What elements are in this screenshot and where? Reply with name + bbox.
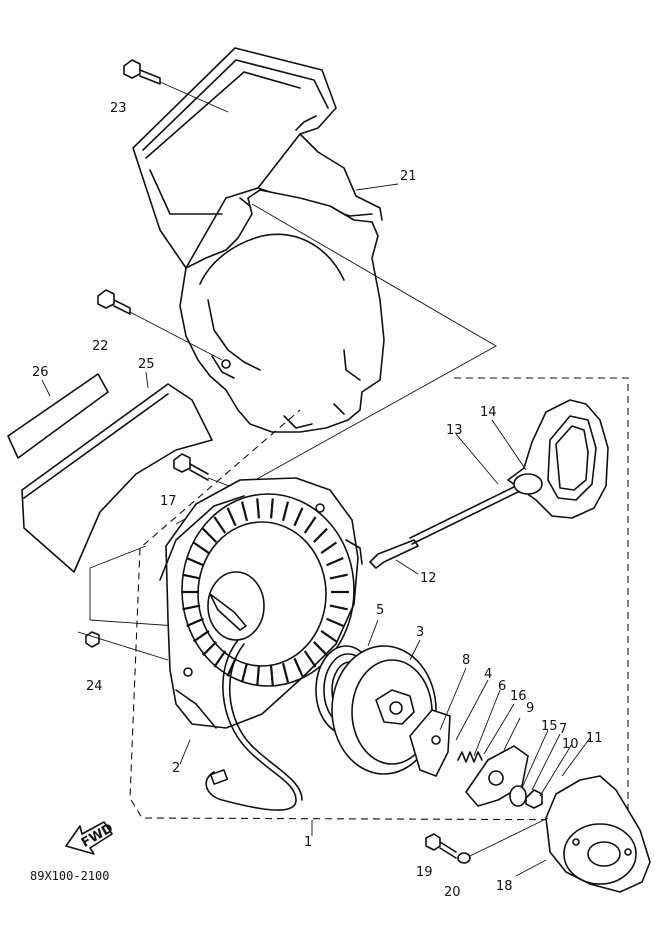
cooling-fin [240, 662, 249, 683]
bolt-part-19 [425, 833, 457, 859]
cooling-fin [281, 501, 290, 522]
callout-4: 4 [484, 667, 492, 682]
callout-6: 6 [498, 679, 506, 694]
cooling-fin [312, 641, 328, 657]
callout-10: 10 [562, 737, 579, 752]
callout-24: 24 [86, 679, 103, 694]
hose [205, 639, 297, 811]
cooling-fin [281, 662, 290, 683]
cooling-fin [303, 650, 317, 668]
nut-part-20 [457, 852, 471, 864]
bolt-part-23 [123, 59, 229, 113]
starter-handle-part-14 [507, 399, 609, 519]
cooling-fin [329, 573, 348, 580]
callout-3: 3 [416, 625, 424, 640]
callout-7: 7 [559, 722, 567, 737]
cooling-fin [312, 527, 328, 543]
cooling-fin [202, 641, 218, 657]
cooling-fin [213, 650, 227, 668]
cooling-fin [226, 507, 237, 527]
callout-21: 21 [400, 169, 417, 184]
callout-12: 12 [420, 571, 437, 586]
cooling-fin [303, 516, 317, 534]
cooling-fin [269, 498, 274, 519]
cooling-fin [192, 630, 210, 643]
cooling-fin [192, 541, 210, 554]
ratchet-part-8 [409, 667, 467, 777]
cooling-fin [320, 630, 338, 643]
shaft-part-12 [369, 539, 419, 575]
cooling-fin [269, 665, 274, 686]
callout-9: 9 [526, 701, 534, 716]
callout-5: 5 [376, 603, 384, 618]
cooling-fin [326, 557, 344, 567]
callout-13: 13 [446, 423, 463, 438]
cooling-fin [329, 604, 348, 611]
decal-part-26 [7, 373, 109, 459]
callout-22: 22 [92, 339, 109, 354]
cooling-fin [256, 498, 261, 519]
starter-rope-part-13 [409, 483, 523, 545]
cooling-fin [182, 573, 201, 580]
cooling-fin [186, 557, 204, 567]
callout-17: 17 [160, 494, 177, 509]
cooling-fin [202, 527, 218, 543]
nut-part-24 [85, 631, 100, 648]
cooling-fin [240, 501, 249, 522]
bolt-part-22 [97, 289, 223, 361]
cooling-fin [182, 604, 201, 611]
callout-11: 11 [586, 731, 603, 746]
cooling-fin [293, 657, 304, 677]
callout-1: 1 [304, 835, 312, 850]
callout-26: 26 [32, 365, 49, 380]
cooling-fin [186, 617, 204, 627]
assembly-boundary [129, 377, 629, 821]
screw-part-10 [525, 789, 543, 809]
callout-15: 15 [541, 719, 558, 734]
cup-part-18 [515, 775, 651, 893]
fan-shroud-part-21 [132, 47, 385, 433]
cooling-fin [293, 507, 304, 527]
cooling-fin [320, 541, 338, 554]
forward-arrow-icon: FWD [65, 821, 116, 855]
washer-part-15 [509, 785, 527, 807]
callout-19: 19 [416, 865, 433, 880]
callout-14: 14 [480, 405, 497, 420]
callout-25: 25 [138, 357, 155, 372]
callout-16: 16 [510, 689, 527, 704]
callout-20: 20 [444, 885, 461, 900]
callout-23: 23 [110, 101, 127, 116]
spring-part-16 [457, 751, 483, 763]
callout-labels: 1 2 3 4 5 6 7 8 9 10 11 12 13 14 15 16 1… [32, 101, 603, 900]
cover-part-25 [21, 383, 213, 573]
pulley-part-3 [331, 639, 437, 775]
cooling-fin [326, 617, 344, 627]
cooling-fin [213, 516, 227, 534]
diagram-code: 89X100-2100 [30, 869, 109, 883]
callout-2: 2 [172, 761, 180, 776]
cooling-fin [256, 665, 261, 686]
callout-18: 18 [496, 879, 513, 894]
callout-8: 8 [462, 653, 470, 668]
